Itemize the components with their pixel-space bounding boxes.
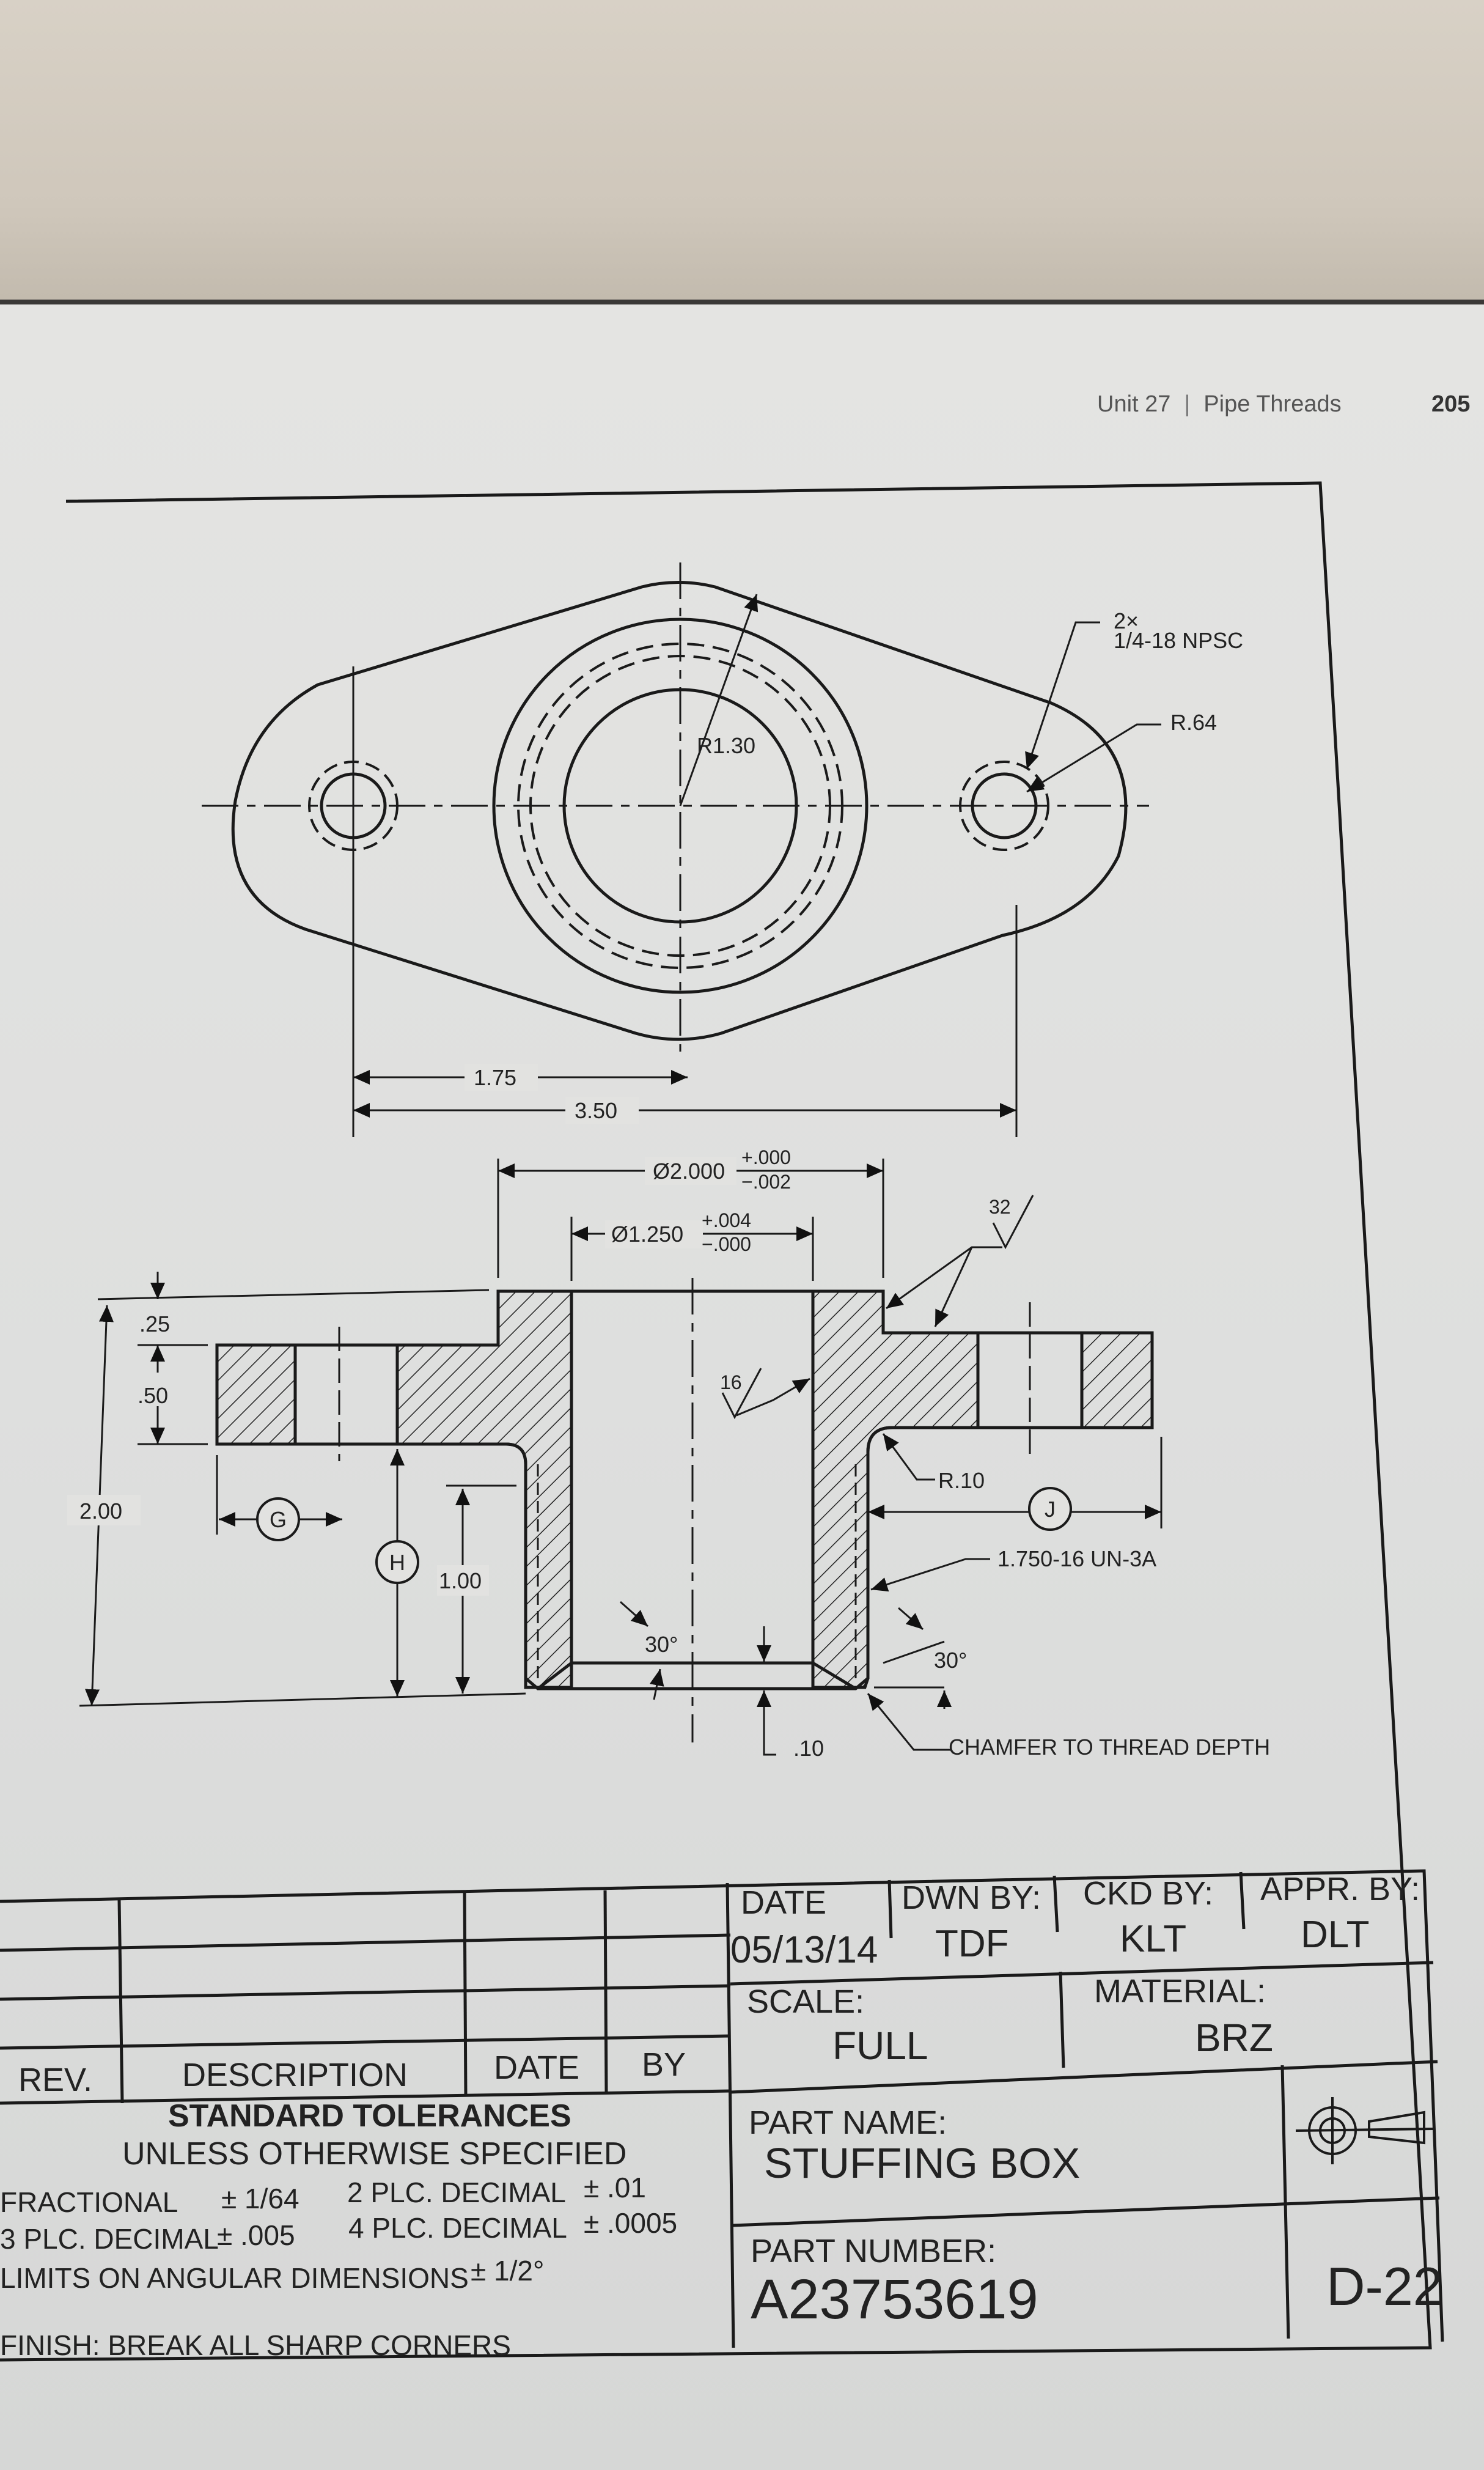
tolerances-subtitle: UNLESS OTHERWISE SPECIFIED (122, 2136, 626, 2172)
section-view (215, 1278, 1154, 1742)
drawn-by-label: DWN BY: (902, 1879, 1041, 1916)
od-tol-minus: −.002 (741, 1171, 791, 1193)
bore-tol-plus: +.004 (702, 1209, 751, 1231)
chapter-title: Pipe Threads (1203, 391, 1342, 417)
three-place-label: 3 PLC. DECIMAL (0, 2223, 219, 2255)
hole-count-label: 2× (1114, 608, 1139, 633)
by-header: BY (642, 2046, 686, 2083)
boss-radius-label: R1.30 (697, 733, 755, 758)
section-labels: Ø2.000 +.000 −.002 Ø1.250 +.004 −.000 32… (67, 1146, 1270, 1761)
third-angle-projection-icon (1295, 2097, 1434, 2164)
finish-32-label: 32 (989, 1196, 1011, 1218)
fractional-label: FRACTIONAL (0, 2186, 178, 2218)
running-header: Unit 27 | Pipe Threads (1097, 391, 1342, 418)
flange-radius-label: R.64 (1170, 710, 1217, 735)
dim-3-50-label: 3.50 (575, 1098, 617, 1123)
angular-value: ± 1/2° (471, 2255, 544, 2287)
part-number-label: PART NUMBER: (751, 2233, 996, 2269)
unit-label: Unit 27 (1097, 391, 1171, 417)
callout-balloons: G H J (256, 1487, 1072, 1584)
chamfer-note: CHAMFER TO THREAD DEPTH (949, 1735, 1270, 1760)
rev-header: REV. (18, 2062, 92, 2098)
angular-label: LIMITS ON ANGULAR DIMENSIONS (0, 2262, 469, 2294)
bore-tol-minus: −.000 (702, 1233, 751, 1255)
title-block-grid (0, 1869, 1444, 2348)
checked-by-label: CKD BY: (1083, 1875, 1213, 1912)
scale-value: FULL (832, 2024, 928, 2068)
material-value: BRZ (1195, 2016, 1273, 2060)
approved-by-value: DLT (1301, 1914, 1370, 1956)
angle-right-label: 30° (934, 1648, 967, 1673)
part-number-value: A23753619 (751, 2268, 1038, 2331)
two-place-label: 2 PLC. DECIMAL (347, 2177, 566, 2208)
bore-dim-label: Ø1.250 (611, 1222, 683, 1247)
dim-100-label: 1.00 (439, 1568, 482, 1593)
approved-by-label: APPR. BY: (1260, 1871, 1420, 1908)
finish-note: FINISH: BREAK ALL SHARP CORNERS (0, 2329, 511, 2361)
tolerances-title: STANDARD TOLERANCES (168, 2098, 571, 2134)
dim-200-label: 2.00 (79, 1499, 122, 1524)
top-view-labels: R1.30 2× 1/4-18 NPSC R.64 1.75 3.50 (465, 608, 1243, 1124)
dim-50-label: .50 (138, 1383, 168, 1408)
finish-16-label: 16 (720, 1371, 742, 1393)
thread-spec-label: 1.750-16 UN-3A (997, 1546, 1156, 1571)
date-label: DATE (741, 1884, 826, 1921)
hole-thread-label: 1/4-18 NPSC (1114, 628, 1243, 653)
three-place-value: ± .005 (217, 2219, 295, 2251)
fillet-radius-label: R.10 (938, 1468, 985, 1493)
standard-tolerances: STANDARD TOLERANCES UNLESS OTHERWISE SPE… (0, 2098, 677, 2361)
od-dim-label: Ø2.000 (653, 1159, 725, 1184)
title-block-text: REV. DESCRIPTION DATE BY DATE 05/13/14 D… (18, 1871, 1443, 2331)
page-number: 205 (1431, 391, 1471, 417)
callout-g: G (270, 1507, 287, 1532)
description-header: DESCRIPTION (182, 2057, 408, 2093)
callout-j: J (1045, 1497, 1056, 1522)
date-value: 05/13/14 (730, 1929, 878, 1971)
angle-left-label: 30° (645, 1632, 678, 1657)
header-separator: | (1184, 391, 1191, 417)
part-name-label: PART NAME: (749, 2104, 947, 2141)
od-tol-plus: +.000 (741, 1146, 791, 1168)
drawn-by-value: TDF (935, 1923, 1009, 1965)
two-place-value: ± .01 (584, 2172, 646, 2203)
dim-25-label: .25 (139, 1311, 170, 1336)
part-name-value: STUFFING BOX (764, 2139, 1080, 2187)
dim-10-label: .10 (793, 1736, 824, 1761)
material-label: MATERIAL: (1094, 1973, 1266, 2010)
scale-label: SCALE: (747, 1983, 864, 2020)
checked-by-value: KLT (1120, 1918, 1186, 1960)
callout-h: H (389, 1550, 405, 1575)
dim-1-75-label: 1.75 (474, 1065, 516, 1090)
fractional-value: ± 1/64 (221, 2183, 299, 2214)
four-place-label: 4 PLC. DECIMAL (348, 2212, 567, 2244)
date-header: DATE (494, 2049, 579, 2086)
top-view (202, 562, 1161, 1137)
sheet-id: D-22 (1326, 2256, 1443, 2317)
desk-background (0, 0, 1484, 342)
four-place-value: ± .0005 (584, 2207, 677, 2239)
drawing-border (0, 481, 1432, 2362)
